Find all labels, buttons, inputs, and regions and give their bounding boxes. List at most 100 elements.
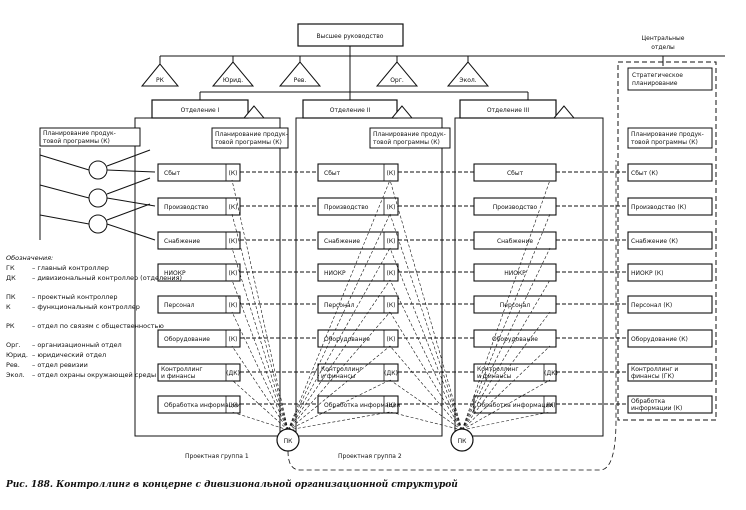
program-planning-div2: Планирование продук- товой программы (К) — [369, 127, 451, 149]
legend-title: Обозначения: — [6, 254, 53, 262]
svg-text:и финансы: и финансы — [321, 373, 356, 380]
legend-text: – отдел ревизии — [32, 361, 88, 369]
function-box-div1-7: Обработка информации(К) — [157, 395, 241, 414]
legend-text: – проектный контроллер — [32, 293, 118, 301]
controller-tag: (К) — [229, 402, 238, 409]
svg-text:товой программы (К): товой программы (К) — [373, 139, 440, 146]
central-function-1: Производство (К) — [627, 197, 713, 216]
function-label: НИОКР — [324, 270, 346, 277]
function-label: Обработка информации — [164, 402, 241, 409]
central-function-label: Снабжение (К) — [631, 238, 678, 245]
project-group-1-label: Проектная группа 1 — [185, 453, 249, 460]
controller-tag: (К) — [387, 402, 396, 409]
controller-tag: (К) — [229, 336, 238, 343]
controller-tag: (ДК) — [226, 370, 240, 377]
legend-item-3: К – функциональный контроллер — [6, 303, 140, 311]
legend-item-0: ГК– главный контроллер — [6, 264, 109, 272]
central-function-3: НИОКР (К) — [627, 263, 713, 282]
central-function-5: Оборудование (К) — [627, 329, 713, 348]
function-box-div3-1: Производство — [473, 197, 557, 216]
svg-text:Планирование продук-: Планирование продук- — [215, 131, 288, 138]
svg-text:Планирование продук-: Планирование продук- — [631, 131, 704, 138]
controller-tag: (К) — [387, 302, 396, 309]
svg-text:товой программы (К): товой программы (К) — [215, 139, 282, 146]
controller-tag: (К) — [229, 238, 238, 245]
function-box-div2-5: Оборудование(К) — [317, 329, 399, 348]
controller-tag: (ДК) — [544, 370, 558, 377]
function-box-div3-3: НИОКР — [473, 263, 557, 282]
project-group-2-label: Проектная группа 2 — [338, 453, 402, 460]
controller-tag: (К) — [387, 204, 396, 211]
strategic-label: Стратегическое — [632, 72, 683, 79]
function-label: Сбыт — [507, 170, 524, 177]
staff-units: РК Юрид. Рев. Орг. Экол. — [140, 61, 490, 87]
central-column — [617, 61, 717, 421]
function-label: НИОКР — [504, 270, 526, 277]
central-function-0: Сбыт (К) — [627, 163, 713, 182]
function-label: Производство — [324, 204, 369, 211]
staff-ecology: Экол. — [459, 77, 476, 84]
staff-audit: Рев. — [294, 77, 307, 84]
central-function-2: Снабжение (К) — [627, 231, 713, 250]
controller-tag: (К) — [387, 170, 396, 177]
controller-tag: (К) — [547, 402, 556, 409]
central-heading: Центральные отделы — [642, 35, 685, 51]
legend-code: ПК — [6, 293, 16, 301]
figure-caption: Рис. 188. Контроллинг в концерне с дивиз… — [5, 479, 458, 490]
function-label: Персонал — [500, 302, 531, 309]
legend-text: – отдел по связям с общественностью — [32, 322, 164, 330]
central-function-label: Сбыт (К) — [631, 170, 658, 177]
function-label: Снабжение — [164, 238, 200, 245]
legend-code: ДК — [6, 274, 16, 282]
controller-tag: (ДК) — [384, 370, 398, 377]
svg-text:товой программы (К): товой программы (К) — [43, 138, 110, 145]
svg-text:Обработка: Обработка — [631, 398, 665, 405]
controller-tag: (К) — [229, 204, 238, 211]
legend-code: Рев. — [6, 361, 20, 369]
controller-tag: (К) — [387, 336, 396, 343]
controller-tag: (К) — [387, 270, 396, 277]
controller-tag: (К) — [229, 270, 238, 277]
pk-label: ПК — [284, 438, 294, 445]
top-management-label: Высшее руководство — [317, 33, 384, 40]
controller-tag: (К) — [229, 302, 238, 309]
program-planning-left: Планирование продук- товой программы (К) — [39, 127, 141, 147]
function-box-div1-5: Оборудование (К) — [157, 329, 241, 348]
project-controller-1: ПК — [276, 428, 300, 452]
staff-legal: Юрид. — [223, 77, 243, 84]
strategic-planning: Стратегическое планирование — [627, 67, 713, 91]
legend-code: К — [6, 303, 11, 311]
legend-text: – юридический отдел — [32, 351, 106, 359]
division-1-label: Отделение I — [181, 107, 220, 114]
svg-text:финансы (ГК): финансы (ГК) — [631, 373, 674, 380]
legend-text: – главный контроллер — [32, 264, 109, 272]
function-label: Обработка информации — [324, 402, 401, 409]
function-box-div2-3: НИОКР (К) — [317, 263, 399, 282]
program-planning-div1: Планирование продук- товой программы (К) — [211, 127, 289, 149]
svg-text:планирование: планирование — [632, 80, 678, 87]
svg-text:товой программы (К): товой программы (К) — [631, 139, 698, 146]
legend-text: – функциональный контроллер — [32, 303, 140, 311]
central-function-4: Персонал (К) — [627, 295, 713, 314]
central-function-label: Производство (К) — [631, 204, 686, 211]
function-label: Снабжение — [497, 238, 533, 245]
function-box-div2-4: Персонал(К) — [317, 295, 399, 314]
function-box-div1-0: Сбыт(К) — [157, 163, 241, 182]
controller-tag: (К) — [229, 170, 238, 177]
function-label: Производство — [493, 204, 538, 211]
legend-text: – организационный отдел — [32, 341, 122, 349]
svg-text:Планирование продук-: Планирование продук- — [43, 130, 116, 137]
svg-text:Планирование продук-: Планирование продук- — [373, 131, 446, 138]
function-label: Оборудование — [164, 336, 210, 343]
legend-item-6: Юрид.– юридический отдел — [6, 351, 106, 359]
function-label: Контроллинг — [321, 366, 362, 373]
staff-org: Орг. — [390, 77, 404, 84]
central-function-label: НИОКР (К) — [631, 270, 663, 277]
function-label: Контроллинг — [161, 366, 202, 373]
